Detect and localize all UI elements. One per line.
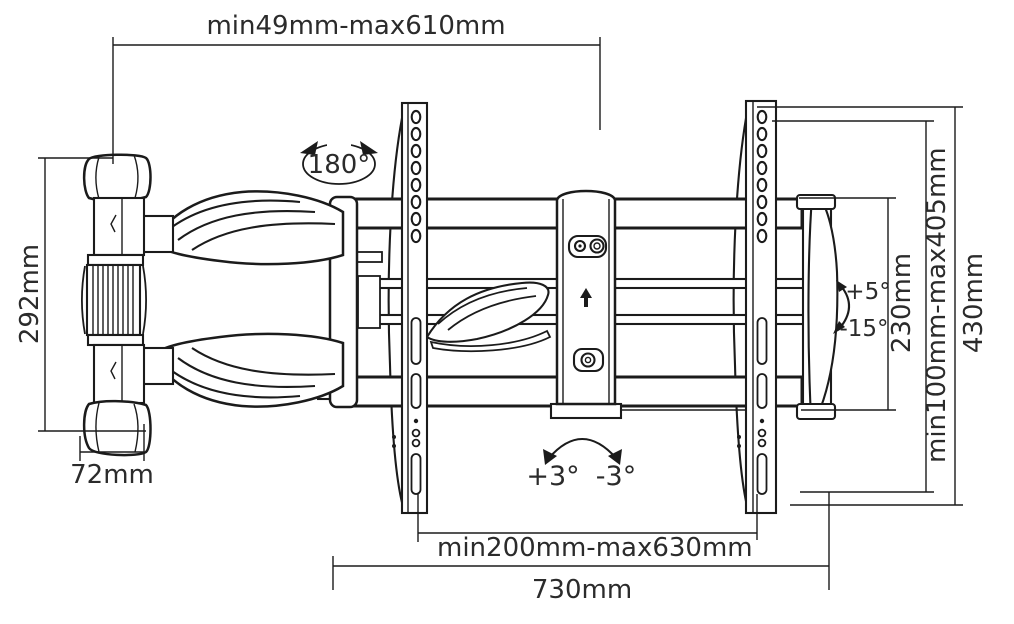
dim-label-bracket-height: 230mm: [887, 252, 917, 354]
swivel-arc-180: [300, 140, 378, 185]
dim-label-tilt-up: +5°: [845, 279, 891, 305]
up-arrow-icon: [580, 288, 592, 307]
tv-panel-profile: [795, 193, 839, 421]
dim-line-vesa-height: [772, 120, 934, 493]
dim-label-level-positive: +3°: [526, 461, 580, 492]
vesa-rail-right: [744, 99, 778, 515]
dim-line-vesa-width: [417, 494, 758, 542]
dim-label-vesa-width-range: min200mm-max630mm: [437, 533, 753, 563]
dim-label-wall-plate-depth: 72mm: [70, 460, 154, 490]
dim-line-total-width: [332, 492, 830, 590]
dim-label-level-negative: -3°: [595, 461, 637, 492]
dim-line-wall-plate-height: [38, 157, 146, 432]
dim-label-vesa-height-range: min100mm-max405mm: [922, 147, 952, 463]
center-sliding-bracket: [549, 189, 623, 420]
dim-line-extension-range: [112, 37, 601, 164]
dim-line-wall-plate-depth: [79, 424, 145, 461]
dimension-lines: [38, 37, 963, 590]
dim-label-total-height: 430mm: [959, 252, 989, 354]
dim-label-total-width: 730mm: [531, 575, 633, 605]
level-adjust-arc: [543, 437, 622, 465]
folded-arm-center: [425, 281, 552, 353]
dim-line-bracket-height: [799, 197, 896, 411]
tilt-arc: [833, 280, 851, 334]
vesa-rail-left: [400, 101, 429, 515]
dim-label-swivel-angle: 180°: [307, 150, 371, 180]
dim-label-tilt-down: -15°: [839, 316, 889, 342]
articulating-arm-top: [151, 190, 345, 266]
dim-label-wall-plate-height: 292mm: [15, 243, 45, 345]
wall-plate: [81, 153, 175, 457]
rail-flanges: [387, 106, 750, 511]
dim-line-total-height: [757, 106, 963, 506]
dim-label-extension-range: min49mm-max610mm: [206, 11, 506, 41]
articulating-arm-bottom: [151, 332, 345, 408]
